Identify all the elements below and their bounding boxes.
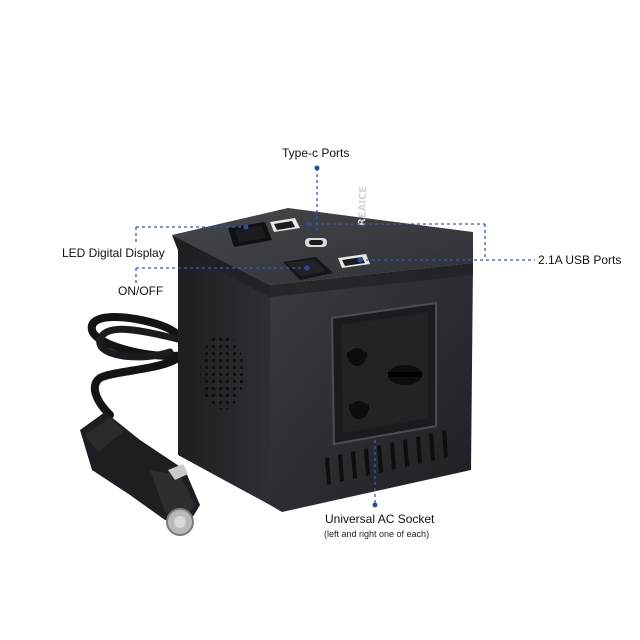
callout-on-off: ON/OFF — [118, 284, 164, 298]
ac-socket — [330, 301, 437, 446]
callout-ac-socket-note: (left and right one of each) — [324, 529, 430, 539]
led-display — [228, 222, 272, 247]
callout-lines — [135, 168, 535, 505]
vents — [325, 430, 448, 485]
speaker-grille — [200, 334, 244, 410]
type-c-port — [305, 238, 327, 247]
brand-logo: REAICE — [357, 185, 369, 226]
callout-dots — [243, 165, 378, 508]
callout-universal-ac-socket: Universal AC Socket — [325, 512, 435, 526]
callout-type-c-ports: Type-c Ports — [282, 146, 350, 160]
callout-led-digital-display: LED Digital Display — [62, 246, 165, 260]
car-plug — [80, 412, 200, 536]
callout-usb-ports: 2.1A USB Ports — [538, 253, 622, 267]
power-cord — [87, 313, 189, 419]
